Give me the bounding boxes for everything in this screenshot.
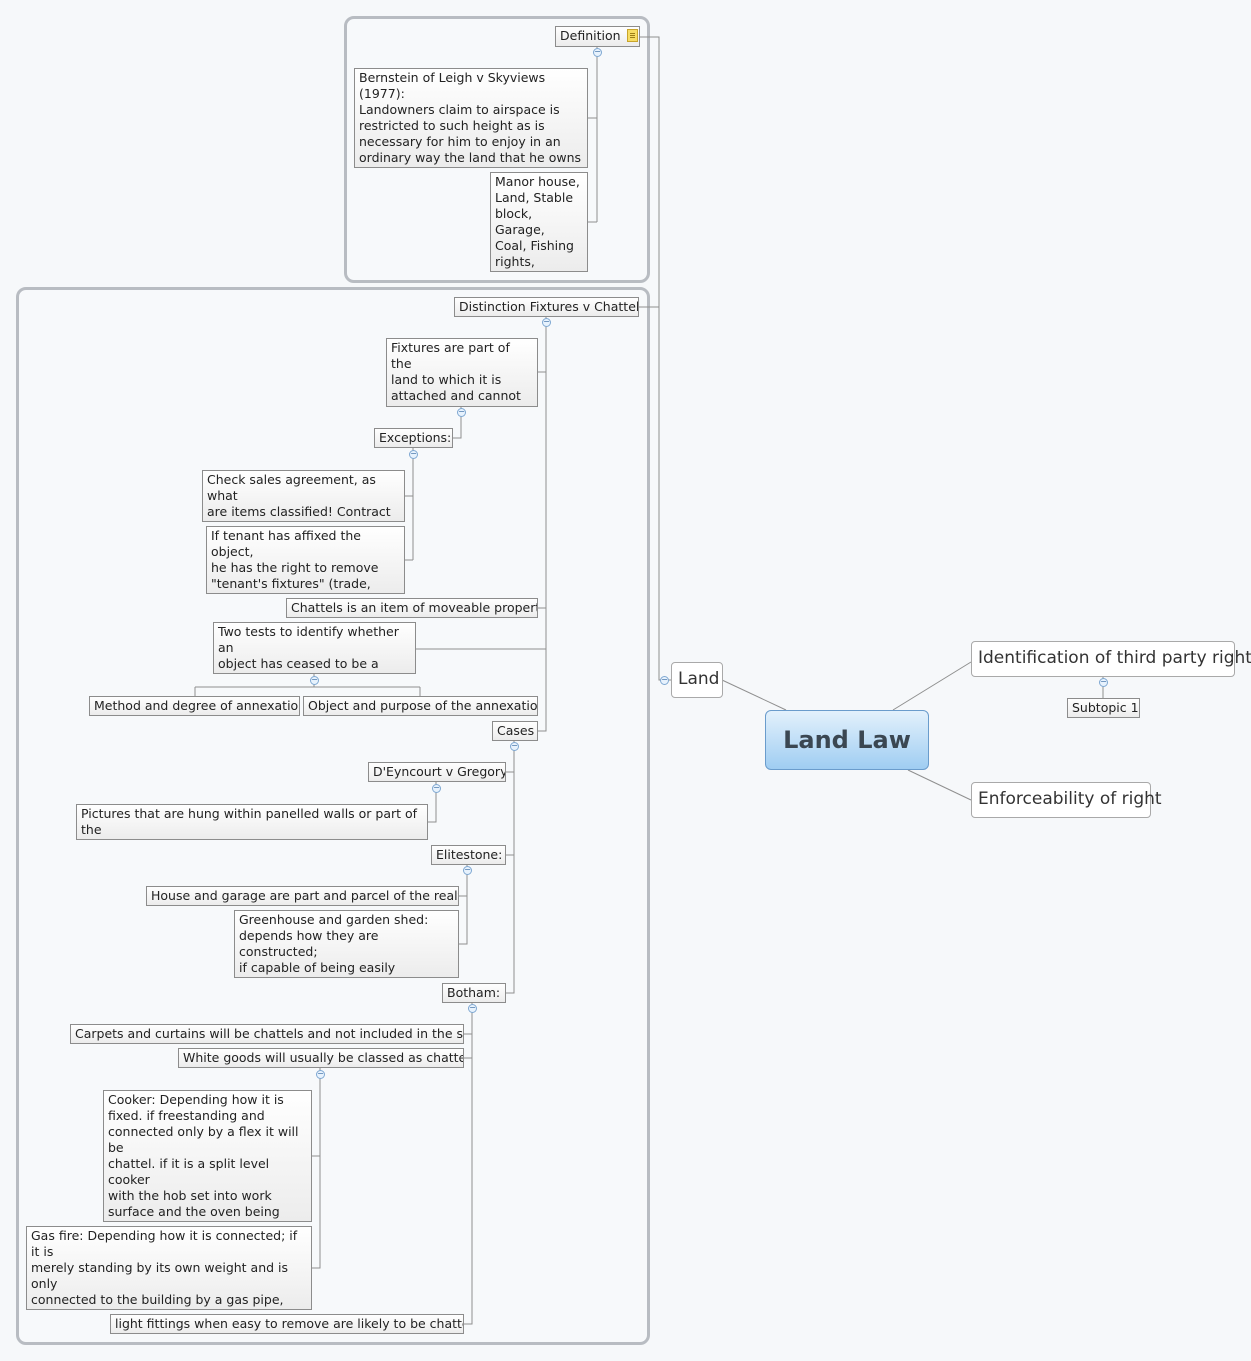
exception-sales-agreement[interactable]: Check sales agreement, as what are items… xyxy=(202,470,405,522)
test-method-degree[interactable]: Method and degree of annexation xyxy=(89,696,300,716)
collapse-toggle-botham[interactable]: − xyxy=(468,1003,477,1013)
elitestone-greenhouse[interactable]: Greenhouse and garden shed: depends how … xyxy=(234,910,459,978)
elitestone-house[interactable]: House and garage are part and parcel of … xyxy=(146,886,459,906)
botham-white-goods[interactable]: White goods will usually be classed as c… xyxy=(178,1048,464,1068)
collapse-toggle-fixtures[interactable]: − xyxy=(457,407,466,417)
topic-identification-third-party-right[interactable]: Identification of third party right xyxy=(971,641,1251,677)
root-topic[interactable]: Land Law xyxy=(765,710,929,770)
collapse-toggle-white-goods[interactable]: − xyxy=(316,1069,325,1079)
test-object-purpose[interactable]: Object and purpose of the annexation xyxy=(303,696,538,716)
deyncourt-case[interactable]: D'Eyncourt v Gregory xyxy=(368,762,506,782)
collapse-toggle-elitestone[interactable]: − xyxy=(463,865,472,875)
bernstein-case[interactable]: Bernstein of Leigh v Skyviews (1977): La… xyxy=(354,68,588,168)
collapse-toggle-two-tests[interactable]: − xyxy=(310,675,319,685)
elitestone-case[interactable]: Elitestone: xyxy=(431,845,506,865)
botham-case[interactable]: Botham: xyxy=(442,983,506,1003)
collapse-toggle-definition[interactable]: − xyxy=(593,47,602,57)
distinction-node[interactable]: Distinction Fixtures v Chattels xyxy=(454,297,639,317)
collapse-toggle-deyncourt[interactable]: − xyxy=(432,783,441,793)
topic-land[interactable]: Land xyxy=(671,662,723,698)
collapse-toggle-distinction[interactable]: − xyxy=(542,317,551,327)
collapse-toggle-cases[interactable]: − xyxy=(510,741,519,751)
land-items[interactable]: Manor house, Land, Stable block, Garage,… xyxy=(490,172,588,272)
botham-gas-fire[interactable]: Gas fire: Depending how it is connected;… xyxy=(26,1226,312,1310)
topic-enforceability-of-right[interactable]: Enforceability of right xyxy=(971,782,1162,818)
exception-tenant-fixtures[interactable]: If tenant has affixed the object, he has… xyxy=(206,526,405,594)
botham-cooker[interactable]: Cooker: Depending how it is fixed. if fr… xyxy=(103,1090,312,1222)
exceptions-node[interactable]: Exceptions: xyxy=(374,428,453,448)
collapse-toggle-exceptions[interactable]: − xyxy=(409,449,418,459)
botham-carpets[interactable]: Carpets and curtains will be chattels an… xyxy=(70,1024,464,1044)
two-tests-node[interactable]: Two tests to identify whether an object … xyxy=(213,622,416,674)
definition-label: Definition xyxy=(560,28,621,43)
botham-light-fittings[interactable]: light fittings when easy to remove are l… xyxy=(110,1314,464,1334)
deyncourt-detail[interactable]: Pictures that are hung within panelled w… xyxy=(76,804,428,840)
cases-node[interactable]: Cases xyxy=(492,721,538,741)
collapse-toggle-land[interactable]: − xyxy=(660,675,669,685)
subtopic-1[interactable]: Subtopic 1 xyxy=(1067,698,1140,718)
note-icon[interactable] xyxy=(626,29,638,42)
fixtures-definition[interactable]: Fixtures are part of the land to which i… xyxy=(386,338,538,407)
collapse-toggle-identification[interactable]: − xyxy=(1099,677,1108,687)
chattels-definition[interactable]: Chattels is an item of moveable property xyxy=(286,598,538,618)
definition-node[interactable]: Definition xyxy=(555,26,640,47)
